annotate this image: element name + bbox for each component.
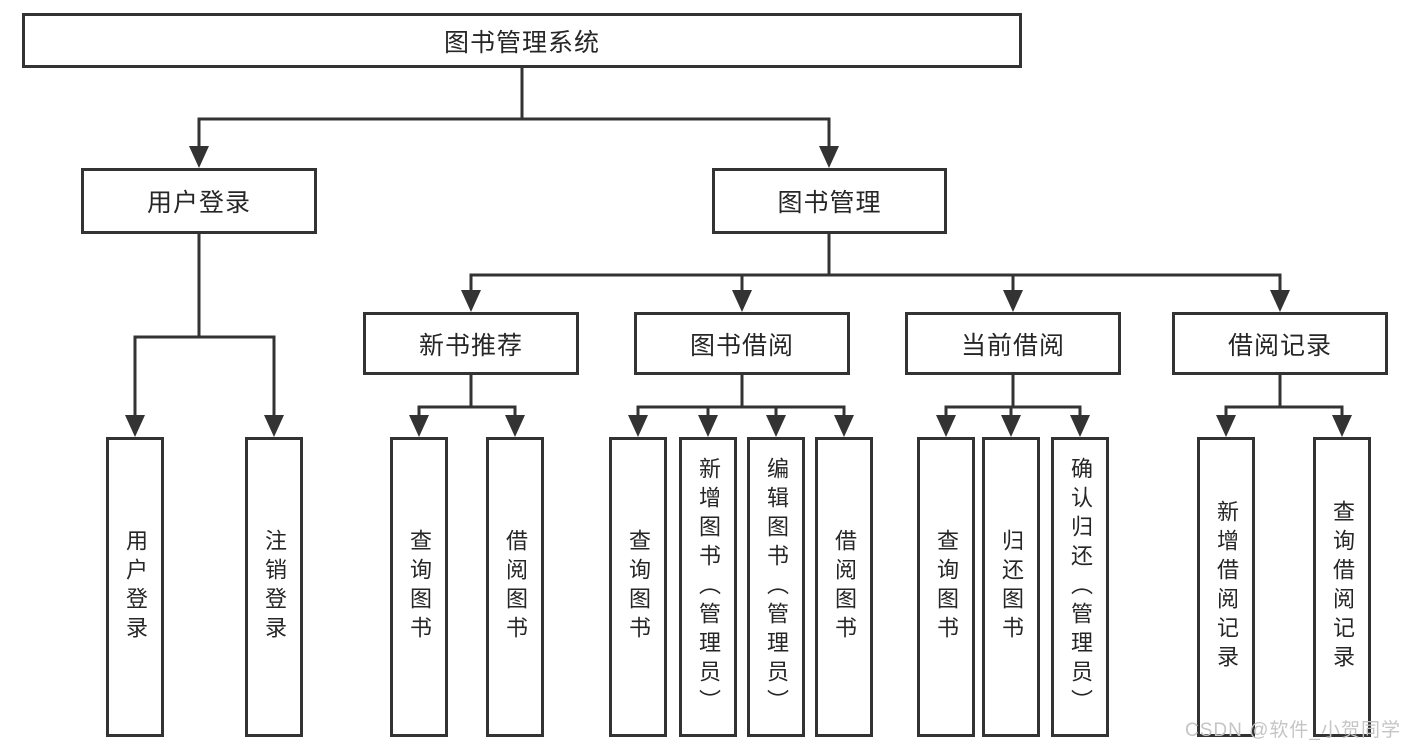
leaf-label: 归还图书 [999,529,1024,645]
csdn-watermark: CSDN @软件_小贺同学 [1185,720,1401,741]
node-library-management-system: 图书管理系统 [22,13,1022,68]
leaf-borrow-books-recommend: 借阅图书 [486,437,544,737]
leaf-user-login: 用户登录 [106,437,164,737]
node-label: 图书管理系统 [443,28,600,57]
arrowheads [125,146,1352,437]
leaf-return-books: 归还图书 [982,437,1040,737]
node-current-borrowing: 当前借阅 [905,312,1121,375]
leaf-label: 新增借阅记录 [1214,500,1239,674]
node-label: 图书管理 [777,189,882,217]
node-label: 借阅记录 [1227,331,1332,360]
node-label: 新书推荐 [418,331,523,360]
leaf-label: 注销登录 [262,529,287,645]
leaf-label: 借阅图书 [832,529,857,645]
leaf-edit-book-admin: 编辑图书（管理员） [747,437,805,737]
node-label: 图书借阅 [689,331,794,360]
node-label: 当前借阅 [960,331,1065,360]
leaf-label: 确认归还（管理员） [1068,456,1093,718]
leaf-borrow-books-borrowing: 借阅图书 [815,437,873,737]
leaf-label: 借阅图书 [503,529,528,645]
node-book-management: 图书管理 [712,168,947,234]
node-new-book-recommendation: 新书推荐 [363,312,579,375]
leaf-query-books-recommend: 查询图书 [390,437,448,737]
node-user-login: 用户登录 [81,168,317,234]
leaf-add-borrow-record: 新增借阅记录 [1197,437,1255,737]
leaf-label: 查询借阅记录 [1330,500,1355,674]
leaf-query-borrow-record: 查询借阅记录 [1313,437,1371,737]
leaf-logout: 注销登录 [245,437,303,737]
leaf-query-books-current: 查询图书 [917,437,975,737]
node-book-borrowing: 图书借阅 [634,312,850,375]
leaf-confirm-return-admin: 确认归还（管理员） [1051,437,1109,737]
leaf-label: 新增图书（管理员） [696,456,721,718]
leaf-label: 编辑图书（管理员） [764,456,789,718]
node-borrowing-records: 借阅记录 [1172,312,1388,375]
leaf-add-book-admin: 新增图书（管理员） [679,437,737,737]
leaf-label: 查询图书 [626,529,651,645]
leaf-query-books-borrowing: 查询图书 [609,437,667,737]
node-label: 用户登录 [146,189,251,217]
leaf-label: 查询图书 [934,529,959,645]
leaf-label: 查询图书 [407,529,432,645]
leaf-label: 用户登录 [123,529,148,645]
